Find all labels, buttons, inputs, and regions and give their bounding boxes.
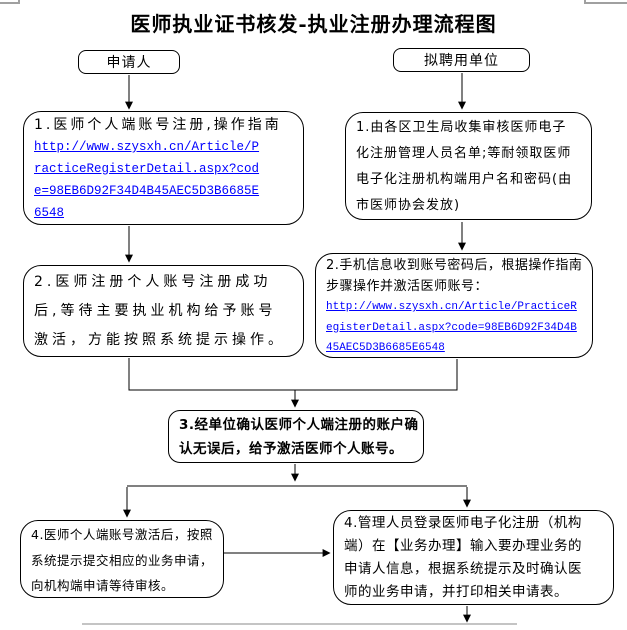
page-title: 医师执业证书核发-执业注册办理流程图	[130, 12, 497, 36]
box-applicant-step2: 2.医师注册个人账号注册成功 后,等待主要执业机构给予账号 激活，方能按照系统提…	[23, 265, 304, 357]
box-step3: 3.经单位确认医师个人端注册的账户确 认无误后，给予激活医师个人账号。	[168, 410, 424, 463]
employer-lane-label: 拟聘用单位	[424, 53, 499, 69]
applicant-step1-text: 1.医师个人端账号注册,操作指南	[34, 117, 282, 133]
crop-mark-top-right	[584, 0, 627, 4]
step3-text: 3.经单位确认医师个人端注册的账户确 认无误后，给予激活医师个人账号。	[179, 417, 419, 457]
box-applicant-step4: 4.医师个人端账号激活后，按照 系统提示提交相应的业务申请， 向机构端申请等待审…	[20, 520, 224, 598]
applicant-lane-box: 申请人	[78, 50, 180, 74]
applicant-step1-link[interactable]: http://www.szysxh.cn/Article/P racticeRe…	[34, 140, 260, 220]
box-employer-step4: 4.管理人员登录医师电子化注册（机构 端）在【业务办理】输入要办理业务的 申请人…	[333, 510, 614, 605]
employer-step2-link[interactable]: http://www.szysxh.cn/Article/PracticeR e…	[326, 301, 577, 354]
applicant-step4-text: 4.医师个人端账号激活后，按照 系统提示提交相应的业务申请， 向机构端申请等待审…	[31, 527, 214, 593]
merge-connector-step2	[128, 358, 458, 391]
box-employer-step2: 2.手机信息收到账号密码后，根据操作指南 步骤操作并激活医师账号： http:/…	[315, 253, 593, 358]
box-employer-step1: 1.由各区卫生局收集审核医师电子 化注册管理人员名单;等耐领取医师 电子化注册机…	[345, 112, 592, 220]
employer-step1-text: 1.由各区卫生局收集审核医师电子 化注册管理人员名单;等耐领取医师 电子化注册机…	[356, 120, 573, 213]
applicant-lane-label: 申请人	[106, 55, 152, 71]
applicant-step2-text: 2.医师注册个人账号注册成功 后,等待主要执业机构给予账号 激活，方能按照系统提…	[34, 274, 286, 348]
employer-step4-text: 4.管理人员登录医师电子化注册（机构 端）在【业务办理】输入要办理业务的 申请人…	[344, 515, 582, 600]
box-applicant-step1: 1.医师个人端账号注册,操作指南 http://www.szysxh.cn/Ar…	[23, 111, 304, 225]
employer-step2-text: 2.手机信息收到账号密码后，根据操作指南 步骤操作并激活医师账号：	[326, 258, 583, 294]
employer-lane-box: 拟聘用单位	[393, 48, 530, 72]
crop-mark-top-left	[0, 0, 20, 4]
